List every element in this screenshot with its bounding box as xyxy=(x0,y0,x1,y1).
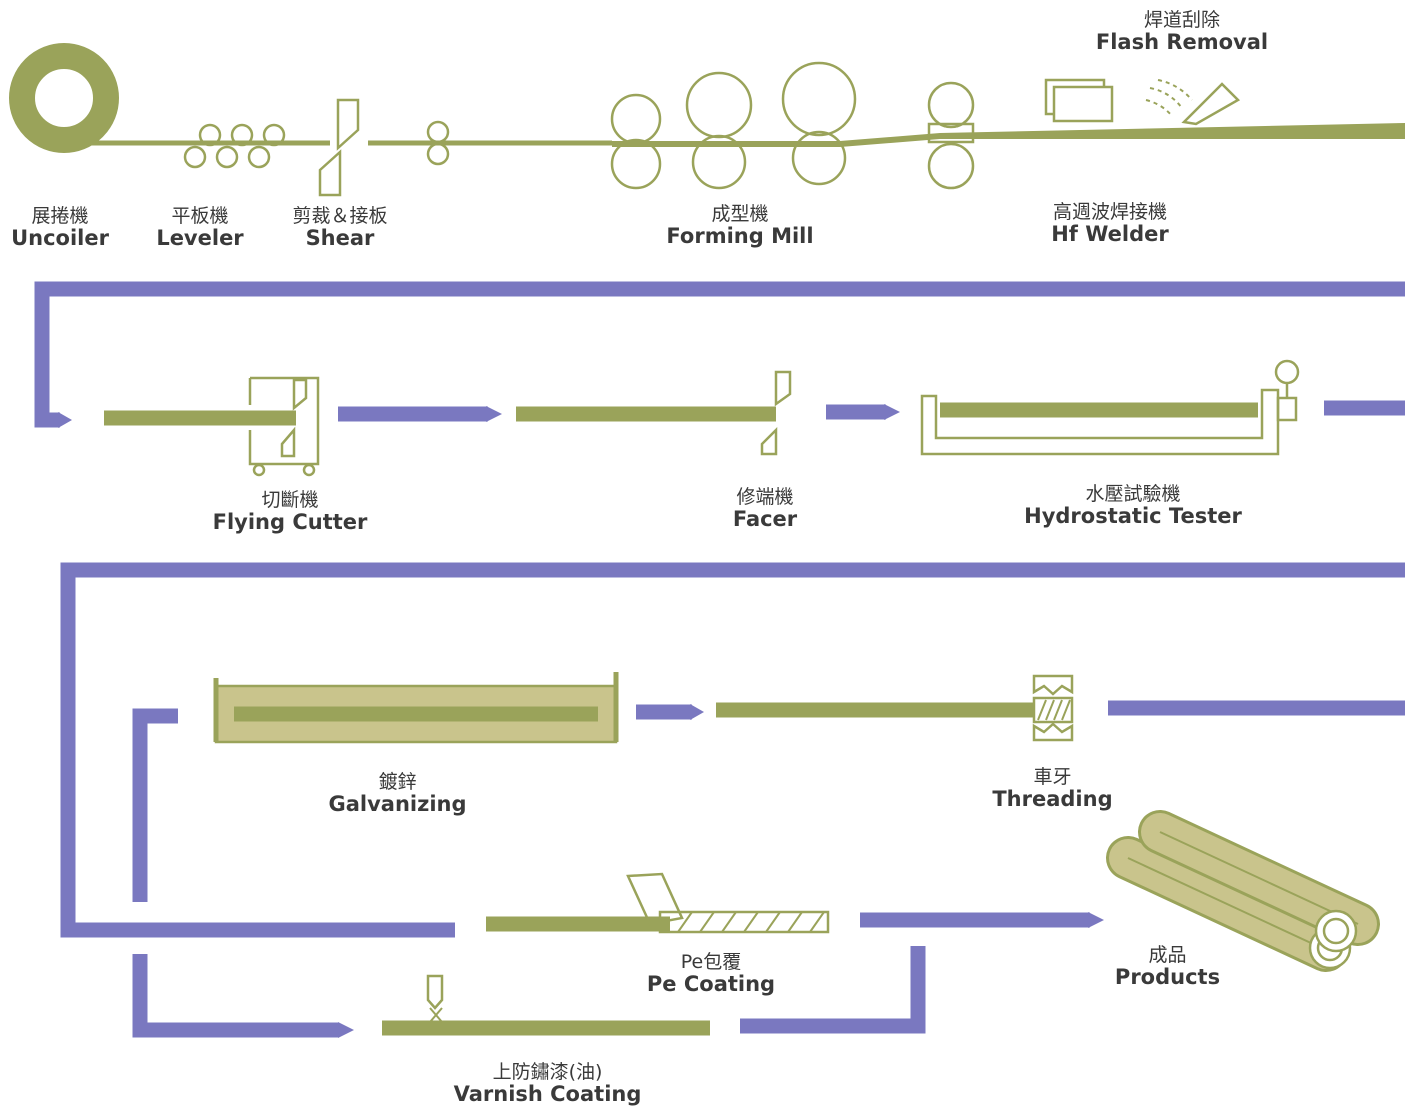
flow-line xyxy=(132,708,178,902)
shear-icon xyxy=(318,98,360,197)
flow-arrowhead xyxy=(338,1022,354,1038)
products-icon xyxy=(1106,810,1380,972)
flow-arrowhead xyxy=(884,404,900,420)
threading-icon xyxy=(1032,674,1074,742)
leveler-icon xyxy=(183,123,286,169)
flow-line xyxy=(60,400,1405,938)
varnish-nozzle-icon xyxy=(426,974,444,1023)
flow-line xyxy=(34,281,1405,428)
guide-rollers-icon xyxy=(426,120,450,166)
flow-arrowhead xyxy=(690,704,704,720)
forming-mill-icon xyxy=(610,61,975,190)
flow-line xyxy=(132,946,926,1038)
pe-coating-icon xyxy=(626,872,830,934)
forming-tube xyxy=(612,123,1405,147)
label-varnish-coating: 上防鏽漆(油)Varnish Coating xyxy=(453,1061,642,1107)
flash-removal-icon xyxy=(1145,79,1241,126)
uncoiler-icon xyxy=(9,43,119,153)
hydrostatic-tester-icon xyxy=(920,359,1300,456)
flying-cutter-icon xyxy=(248,376,320,477)
facer-icon xyxy=(760,370,792,456)
flow-arrowhead xyxy=(58,412,72,428)
flow-arrowhead xyxy=(1088,912,1104,928)
hf-welder-icon xyxy=(1044,78,1114,123)
flow-arrowhead xyxy=(486,406,502,422)
